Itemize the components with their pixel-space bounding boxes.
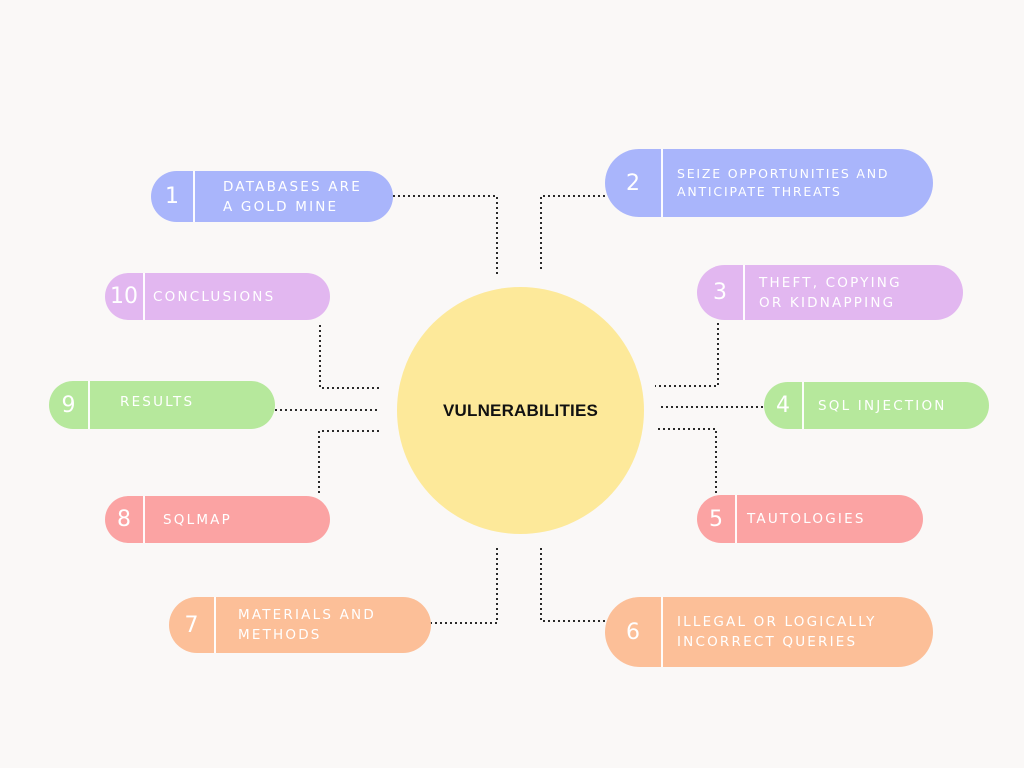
topic-item-9[interactable]: 9 RESULTS	[49, 381, 275, 429]
topic-number: 6	[605, 597, 663, 667]
topic-item-7[interactable]: 7 MATERIALS AND METHODS	[169, 597, 431, 653]
topic-number: 5	[697, 495, 737, 543]
topic-item-6[interactable]: 6 ILLEGAL OR LOGICALLY INCORRECT QUERIES	[605, 597, 933, 667]
topic-label: ILLEGAL OR LOGICALLY INCORRECT QUERIES	[677, 614, 877, 650]
topic-label: SQL INJECTION	[818, 397, 947, 414]
connector-3	[655, 323, 719, 387]
connector-2	[540, 195, 605, 270]
topic-number: 9	[49, 381, 90, 429]
center-topic: VULNERABILITIES	[397, 287, 644, 534]
topic-number: 2	[605, 149, 663, 217]
connector-10	[319, 325, 382, 389]
topic-label: SEIZE OPPORTUNITIES AND ANTICIPATE THREA…	[677, 166, 890, 199]
topic-item-8[interactable]: 8 SQLMAP	[105, 496, 330, 543]
topic-label: THEFT, COPYING OR KIDNAPPING	[759, 274, 902, 311]
center-topic-label: VULNERABILITIES	[442, 400, 599, 420]
topic-label: RESULTS	[120, 394, 195, 410]
topic-number: 4	[764, 382, 804, 429]
topic-number: 1	[151, 171, 195, 222]
topic-label: SQLMAP	[163, 511, 232, 528]
topic-label: CONCLUSIONS	[153, 288, 276, 305]
topic-number: 3	[697, 265, 745, 320]
topic-item-10[interactable]: 10 CONCLUSIONS	[105, 273, 330, 320]
connector-5	[655, 428, 717, 493]
topic-number: 7	[169, 597, 216, 653]
topic-label: TAUTOLOGIES	[747, 511, 866, 527]
connector-7	[430, 545, 498, 624]
connector-6	[540, 545, 605, 622]
topic-item-1[interactable]: 1 DATABASES ARE A GOLD MINE	[151, 171, 393, 222]
topic-number: 10	[105, 273, 145, 320]
topic-number: 8	[105, 496, 145, 543]
topic-label: DATABASES ARE A GOLD MINE	[223, 178, 362, 215]
topic-item-4[interactable]: 4 SQL INJECTION	[764, 382, 989, 429]
connector-1	[393, 195, 498, 275]
topic-label: MATERIALS AND METHODS	[238, 607, 376, 643]
connector-8	[318, 430, 382, 493]
topic-item-2[interactable]: 2 SEIZE OPPORTUNITIES AND ANTICIPATE THR…	[605, 149, 933, 217]
topic-item-3[interactable]: 3 THEFT, COPYING OR KIDNAPPING	[697, 265, 963, 320]
topic-item-5[interactable]: 5 TAUTOLOGIES	[697, 495, 923, 543]
